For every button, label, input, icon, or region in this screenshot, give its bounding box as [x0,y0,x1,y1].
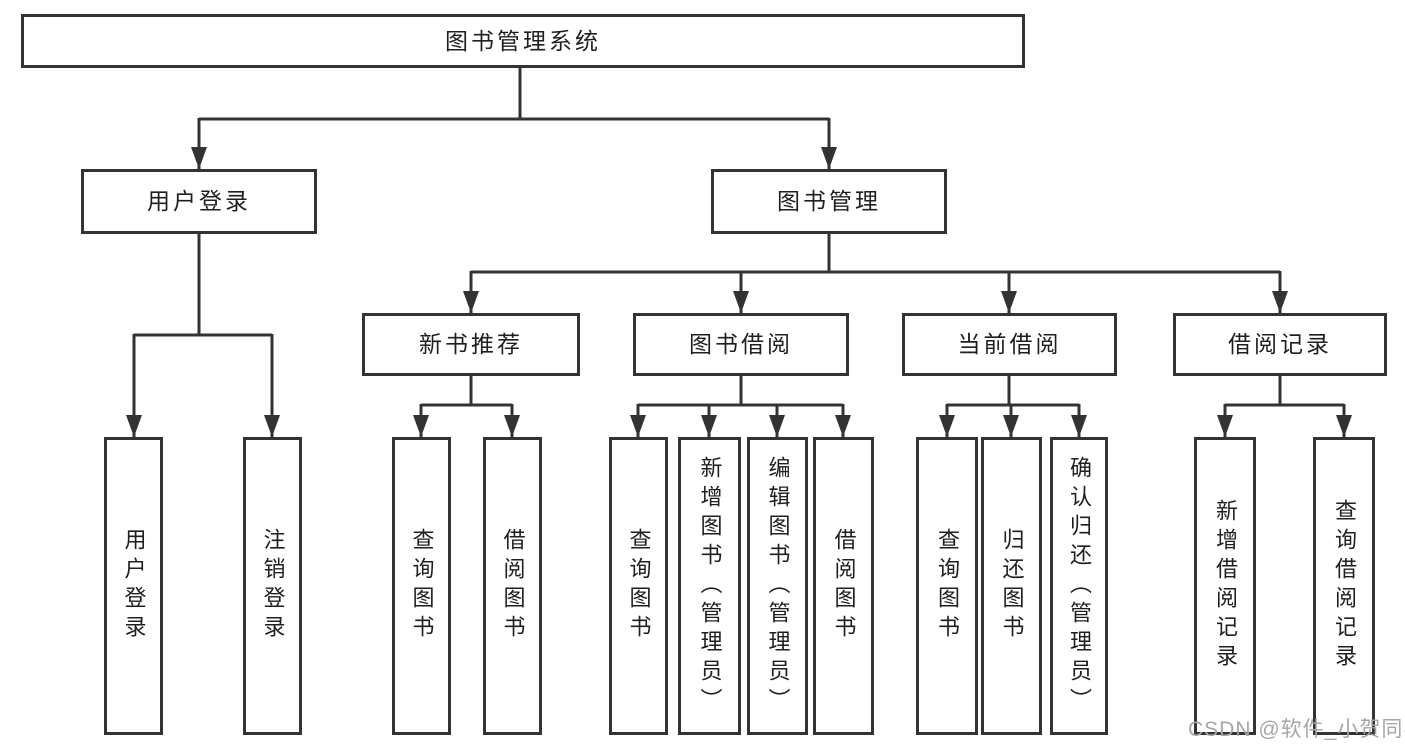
node-current-borrowing: 当前借阅 [902,313,1117,376]
watermark-text: CSDN @软件_小贺同学 [1188,718,1405,741]
node-user-login: 用户登录 [81,169,317,234]
node-library-management-system: 图书管理系统 [21,14,1025,68]
leaf-query-books-current: 查询图书 [916,437,978,735]
leaf-query-books-borrowing: 查询图书 [609,437,668,735]
leaf-query-borrow-record: 查询借阅记录 [1313,437,1375,735]
leaf-confirm-return-admin: 确认归还（管理员） [1050,437,1108,735]
leaf-borrow-books-recommend: 借阅图书 [483,437,542,735]
leaf-logout-login: 注销登录 [243,437,302,735]
leaf-query-books-recommend: 查询图书 [392,437,451,735]
leaf-user-login: 用户登录 [104,437,163,735]
leaf-add-books-admin: 新增图书（管理员） [678,437,741,735]
leaf-borrow-books: 借阅图书 [813,437,874,735]
leaf-add-borrow-record: 新增借阅记录 [1194,437,1256,735]
node-book-borrowing: 图书借阅 [633,313,849,376]
node-borrowing-records: 借阅记录 [1173,313,1387,376]
leaf-return-books: 归还图书 [981,437,1042,735]
node-book-management: 图书管理 [711,169,947,234]
leaf-edit-books-admin: 编辑图书（管理员） [747,437,808,735]
node-new-book-recommendation: 新书推荐 [362,313,580,376]
